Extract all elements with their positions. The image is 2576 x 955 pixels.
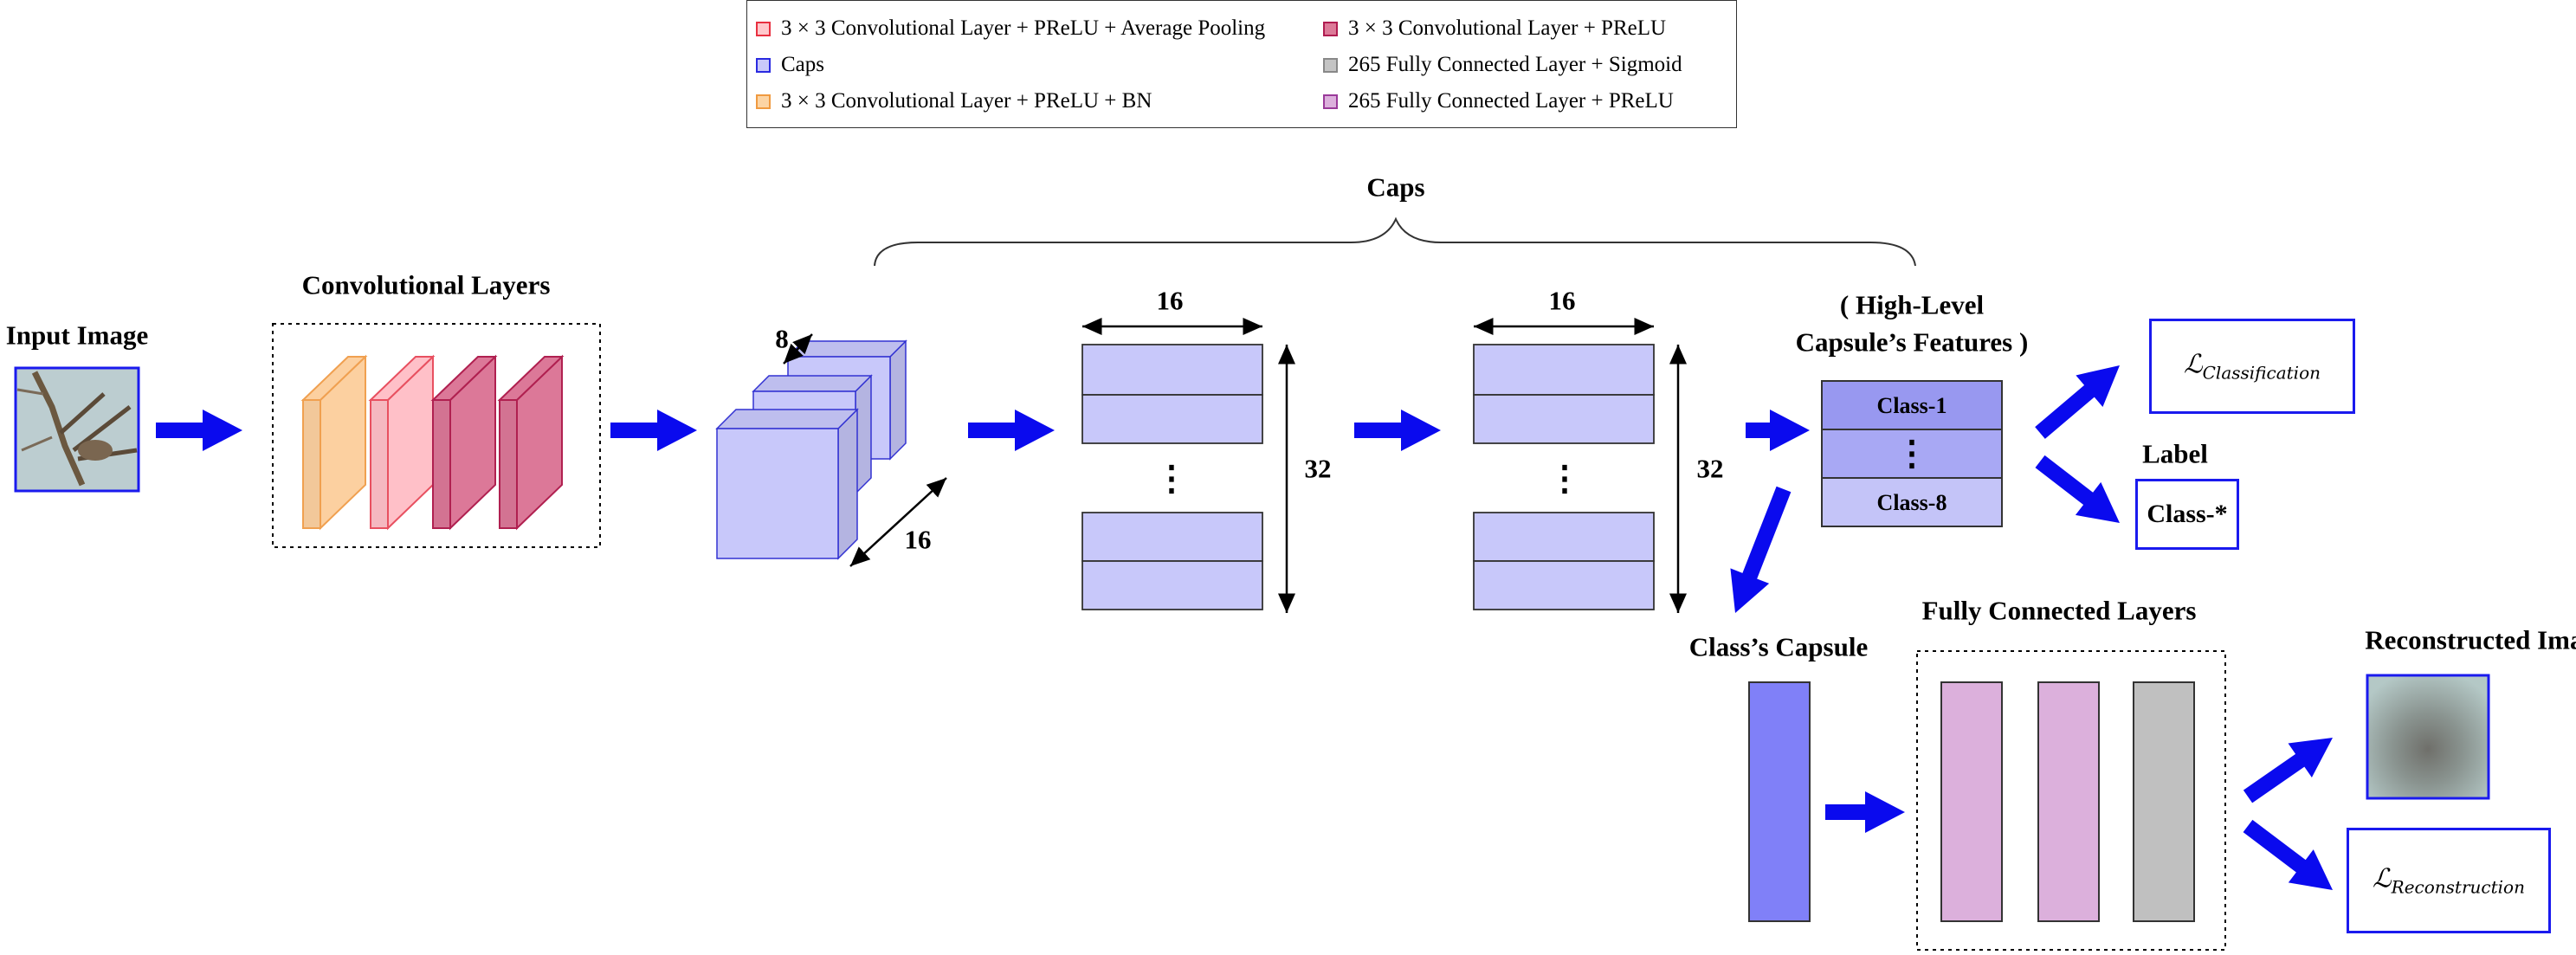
matrix-b-row-4 [1473, 560, 1655, 610]
legend-label: 3 × 3 Convolutional Layer + PReLU [1348, 16, 1667, 40]
legend-label: Caps [781, 53, 824, 76]
reconstructed-image [2366, 674, 2490, 800]
matrix-a-row-3 [1081, 512, 1263, 562]
matrix-b-dots: ⋮ [1547, 459, 1582, 498]
dim-16-b-label: 16 [1548, 285, 1576, 316]
matrix-b-row-1 [1473, 344, 1655, 396]
input-image-label: Input Image [5, 319, 149, 351]
flow-arrow-class-capsule [1730, 486, 1792, 613]
fc-layers-label: Fully Connected Layers [1921, 595, 2197, 626]
loss-subscript: Classification [2202, 362, 2321, 384]
flow-arrow-label [2035, 455, 2120, 523]
reconstruction-loss-text: ℒReconstruction [2373, 864, 2525, 898]
flow-arrow-classification [2035, 365, 2120, 439]
legend-item-conv-prelu: 3 × 3 Convolutional Layer + PReLU [1323, 16, 1666, 41]
class-capsule-stack [1821, 380, 2003, 527]
class-8-label: Class-8 [1876, 489, 1947, 515]
caps-cube-3 [715, 408, 859, 560]
caps-cubes [715, 339, 907, 560]
legend-item-fc-sigmoid: 265 Fully Connected Layer + Sigmoid [1323, 53, 1682, 77]
conv-slabs [300, 354, 565, 531]
flow-arrow-input [156, 410, 242, 451]
legend-label: 265 Fully Connected Layer + PReLU [1348, 89, 1674, 113]
dim-16-cube-arrow [849, 477, 947, 567]
fc-layer-prelu-2 [2037, 681, 2100, 922]
caps-label: Caps [1366, 171, 1425, 203]
legend-label: 3 × 3 Convolutional Layer + PReLU + BN [781, 89, 1152, 113]
cube-front [716, 428, 839, 559]
conv-slab-prelu-1 [430, 354, 498, 531]
matrix-a-row-2 [1081, 394, 1263, 444]
dim-16-a-label: 16 [1156, 285, 1184, 316]
flow-arrow-matrix [1354, 410, 1441, 451]
legend: 3 × 3 Convolutional Layer + PReLU + Aver… [746, 0, 1737, 128]
legend-label: 265 Fully Connected Layer + Sigmoid [1348, 53, 1682, 76]
legend-item-conv-pool: 3 × 3 Convolutional Layer + PReLU + Aver… [756, 16, 1265, 41]
conv-layers-label: Convolutional Layers [301, 269, 551, 300]
label-heading: Label [2142, 438, 2208, 469]
dim-32-a-label: 32 [1304, 453, 1332, 484]
dim-8-label: 8 [775, 323, 789, 354]
capsule-matrices [1081, 318, 1687, 613]
legend-swatch-caps [756, 57, 771, 73]
legend-swatch-fc-sigmoid [1323, 57, 1338, 73]
classification-loss-text: ℒClassification [2184, 350, 2321, 384]
matrix-a-row-1 [1081, 344, 1263, 396]
fc-layer-prelu-1 [1940, 681, 2003, 922]
legend-item-fc-prelu: 265 Fully Connected Layer + PReLU [1323, 89, 1674, 113]
legend-swatch-conv-prelu [1323, 21, 1338, 36]
class-dots: ⋮ [1895, 434, 1929, 473]
fc-layer-sigmoid [2133, 681, 2195, 922]
loss-symbol: ℒ [2184, 349, 2203, 380]
flow-arrow-classes [1746, 410, 1810, 451]
input-image [14, 366, 140, 493]
dim-32-b-label: 32 [1696, 453, 1724, 484]
conv-slab-pool-front [370, 399, 389, 529]
conv-slab-prelu-2-front [499, 399, 518, 529]
class-capsule-bar [1748, 681, 1811, 922]
matrix-a [1081, 318, 1295, 613]
class-1-label: Class-1 [1876, 392, 1947, 418]
flow-arrow-caps [968, 410, 1055, 451]
classification-loss-box: ℒClassification [2149, 319, 2355, 414]
matrix-a-dots: ⋮ [1154, 459, 1189, 498]
conv-layers-box [272, 323, 601, 548]
caps-brace [874, 216, 1916, 267]
dim-8-arrow [783, 333, 813, 365]
flow-arrow-conv [610, 410, 697, 451]
flow-arrow-recon-image [2243, 738, 2333, 803]
legend-swatch-conv-pool [756, 21, 771, 36]
loss-symbol: ℒ [2373, 863, 2392, 894]
loss-subscript: Reconstruction [2391, 876, 2525, 898]
predicted-class-box: Class-* [2135, 479, 2239, 550]
reconstructed-label: Reconstructed Image [2365, 624, 2576, 655]
legend-swatch-conv-bn [756, 94, 771, 109]
flow-arrow-fc [1825, 791, 1905, 833]
flow-arrow-recon-loss [2243, 819, 2333, 890]
matrix-b-row-2 [1473, 394, 1655, 444]
matrix-b [1473, 318, 1687, 613]
conv-slab-bn-front [302, 399, 321, 529]
matrix-a-row-4 [1081, 560, 1263, 610]
conv-slab-prelu-2 [497, 354, 565, 531]
dim-16-cube-label: 16 [904, 524, 932, 555]
legend-label: 3 × 3 Convolutional Layer + PReLU + Aver… [781, 16, 1266, 40]
legend-item-caps: Caps [756, 53, 824, 77]
legend-item-conv-bn: 3 × 3 Convolutional Layer + PReLU + BN [756, 89, 1152, 113]
conv-slab-bn [300, 354, 368, 531]
flow-arrows [156, 365, 2333, 890]
class-capsule-label: Class’s Capsule [1688, 631, 1869, 662]
high-level-label-2: Capsule’s Features ) [1795, 326, 2029, 358]
matrix-b-row-3 [1473, 512, 1655, 562]
conv-slab-prelu-1-front [432, 399, 451, 529]
predicted-class-text: Class-* [2147, 500, 2228, 528]
reconstruction-loss-box: ℒReconstruction [2347, 828, 2551, 933]
high-level-label: ( High-Level [1839, 289, 1985, 320]
legend-swatch-fc-prelu [1323, 94, 1338, 109]
